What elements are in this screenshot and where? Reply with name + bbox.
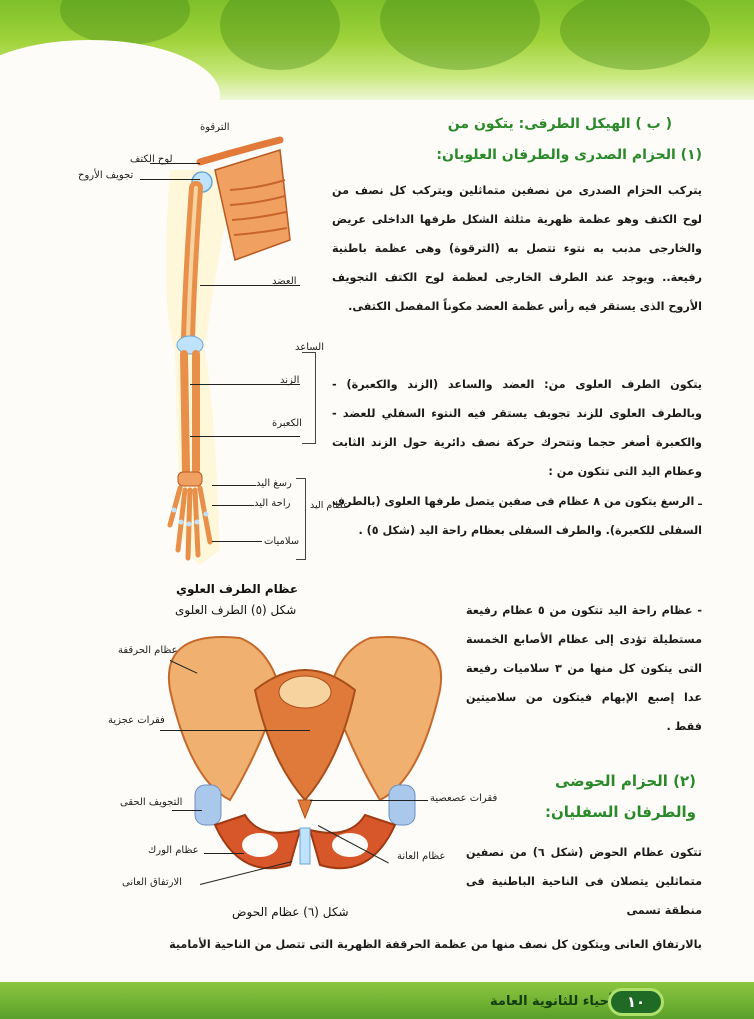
- upper-limb-figure: [166, 136, 291, 565]
- label-clavicle: الترقوة: [200, 122, 230, 133]
- section-title-2a: (٢) الحزام الحوضى: [554, 772, 696, 790]
- label-acetabulum: التجويف الحقى: [120, 797, 183, 808]
- label-ischium: عظام الورك: [148, 845, 199, 856]
- label-sacral: فقرات عجزية: [108, 715, 165, 726]
- label-humerus: العضد: [272, 276, 297, 287]
- paragraph-6: بالارتفاق العانى ويتكون كل نصف منها من ع…: [169, 938, 702, 951]
- paragraph-4: - عظام راحة اليد تتكون من ٥ عظام رفيعة م…: [466, 604, 702, 733]
- label-symphysis: الارتفاق العانى: [122, 877, 182, 888]
- paragraph-1: يتركب الحزام الصدرى من نصفين متماثلين وي…: [332, 184, 702, 313]
- paragraph-5: تتكون عظام الحوض (شكل ٦) من نصفين متماثل…: [466, 846, 703, 917]
- section-title-b: ( ب ) الهيكل الطرفى: يتكون من: [447, 116, 672, 132]
- header-decoration: [0, 0, 754, 100]
- label-phalanges: سلاميات: [264, 536, 300, 547]
- label-coccyx: فقرات عصعصية: [430, 793, 498, 804]
- label-forearm: الساعد: [295, 342, 325, 353]
- label-pubis: عظام العانة: [397, 851, 446, 862]
- label-ilium: عظام الحرقفة: [118, 645, 178, 656]
- label-palm: راحة اليد: [254, 498, 291, 509]
- page-number: ١٠: [608, 988, 664, 1016]
- section-title-1: (١) الحزام الصدرى والطرفان العلويان:: [436, 147, 702, 163]
- label-hand-bones: عظام اليد: [310, 500, 349, 511]
- label-wrist: رسغ اليد: [256, 478, 292, 489]
- section-title-2b: والطرفان السفليان:: [544, 803, 696, 821]
- paragraph-2: يتكون الطرف العلوى من: العضد والساعد (ال…: [332, 378, 702, 478]
- figure5-title: عظام الطرف العلوي: [176, 582, 299, 596]
- label-glenoid: تجويف الأروح: [78, 170, 134, 181]
- paragraph-3: ـ الرسغ يتكون من ٨ عظام فى صفين يتصل طرف…: [331, 495, 702, 537]
- figure6-caption: شكل (٦) عظام الحوض: [232, 905, 349, 919]
- pelvis-figure: [167, 636, 443, 870]
- figure5-caption: شكل (٥) الطرف العلوى: [175, 603, 297, 617]
- label-radius: الكعبرة: [272, 418, 302, 429]
- label-scapula: لوح الكتف: [130, 154, 173, 165]
- label-ulna: الزند: [280, 375, 300, 386]
